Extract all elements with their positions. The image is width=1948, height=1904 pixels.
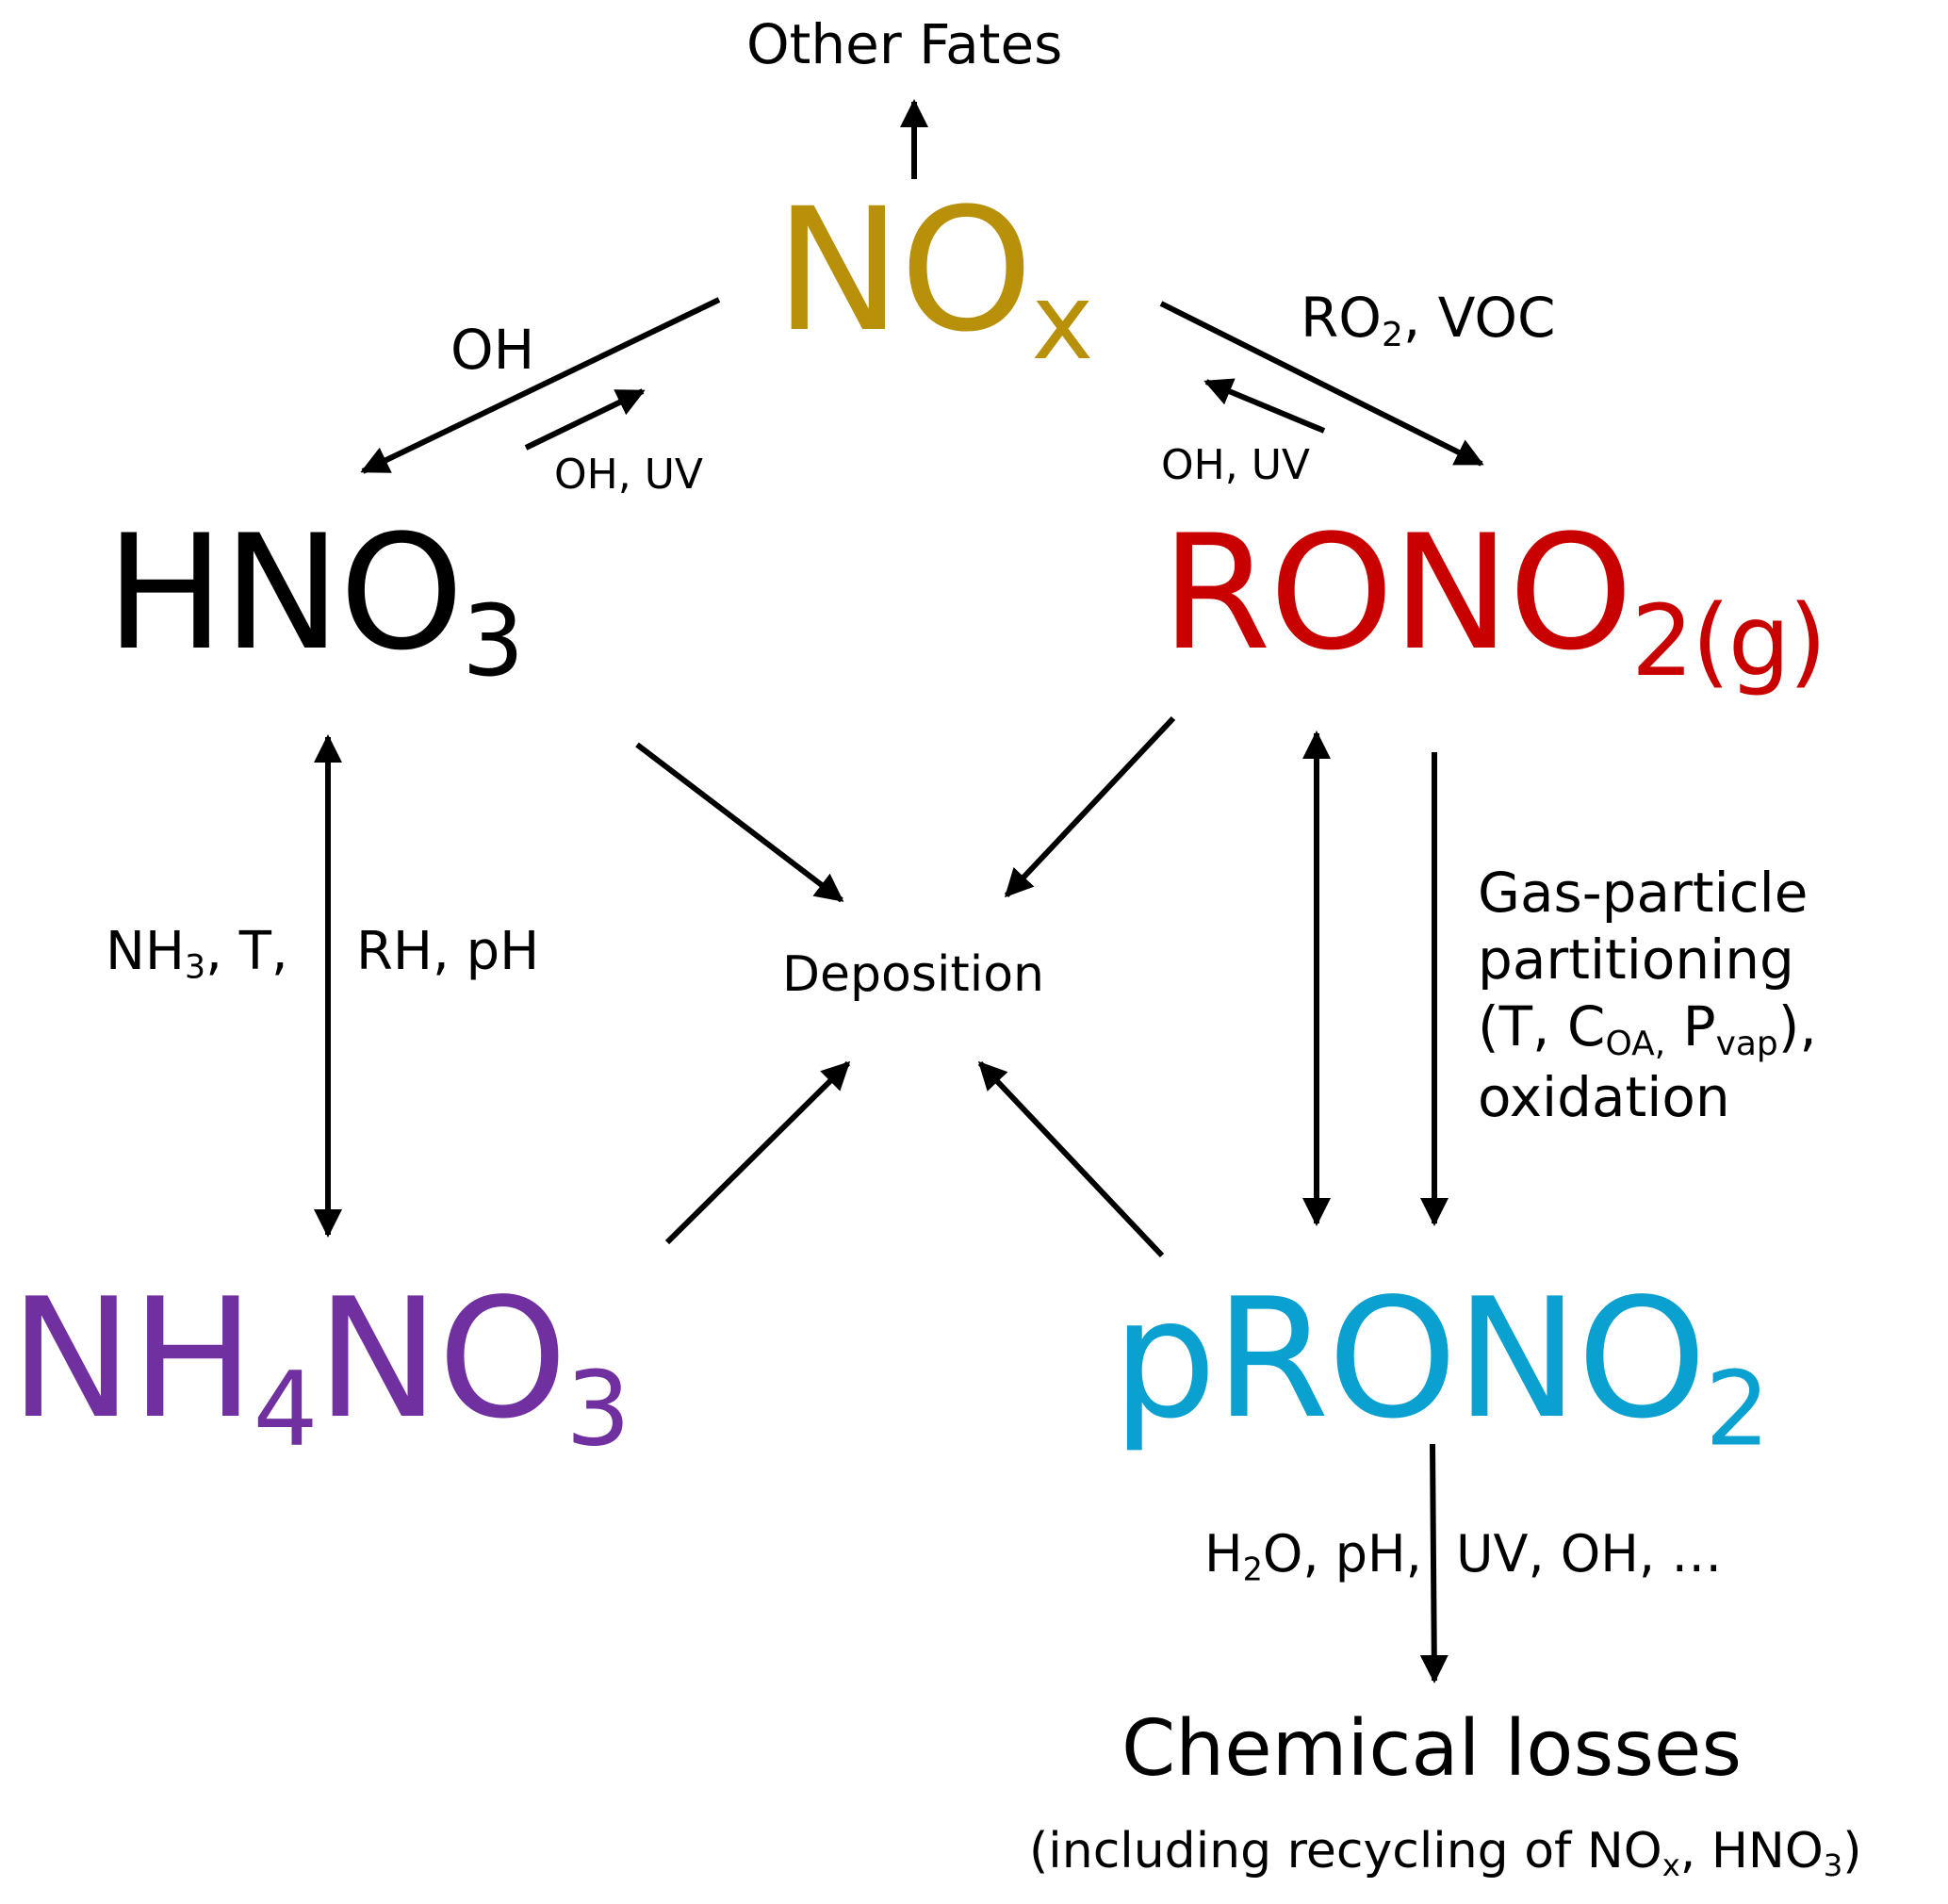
oh-label: OH bbox=[450, 318, 535, 382]
arrow-nox-to-hno3 bbox=[360, 297, 721, 474]
deposition-label: Deposition bbox=[782, 946, 1045, 1003]
arrow-nox-to-rono2g bbox=[1159, 301, 1484, 467]
nh3-t-label: NH3, T, bbox=[106, 921, 288, 987]
ro2-voc-label: RO2, VOC bbox=[1301, 286, 1556, 355]
h2o-ph-label: H2O, pH, bbox=[1204, 1524, 1422, 1588]
nh4no3-species: NH4NO3 bbox=[9, 1264, 630, 1469]
arrow-nh4no3-to-deposition bbox=[664, 1060, 851, 1245]
uv-oh-label: UV, OH, … bbox=[1456, 1524, 1723, 1584]
other-fates-label: Other Fates bbox=[746, 12, 1063, 76]
oh-uv-left-label: OH, UV bbox=[554, 451, 703, 499]
hno3-species: HNO3 bbox=[106, 501, 525, 699]
arrow-rono2g-to-nox bbox=[1203, 378, 1326, 434]
rono2g-species: RONO2(g) bbox=[1161, 501, 1827, 699]
chemical-losses-label: Chemical losses bbox=[1121, 1704, 1743, 1794]
nox-species: NOx bbox=[775, 172, 1093, 385]
oh-uv-right-label: OH, UV bbox=[1161, 441, 1310, 489]
arrow-rono2g-to-deposition bbox=[1004, 715, 1176, 898]
rh-ph-label: RH, pH bbox=[356, 921, 540, 982]
arrow-hno3-to-nox bbox=[524, 388, 646, 451]
arrow-hno3-to-deposition bbox=[635, 742, 844, 903]
arrow-prono2-to-chemical-losses bbox=[1419, 1443, 1449, 1683]
prono2-species: pRONO2 bbox=[1112, 1264, 1770, 1469]
partitioning-label: Gas-particle partitioning (T, COA, Pvap)… bbox=[1478, 861, 1817, 1130]
arrow-prono2-to-deposition bbox=[977, 1060, 1165, 1258]
recycling-label: (including recycling of NOx, HNO3) bbox=[1029, 1823, 1862, 1884]
